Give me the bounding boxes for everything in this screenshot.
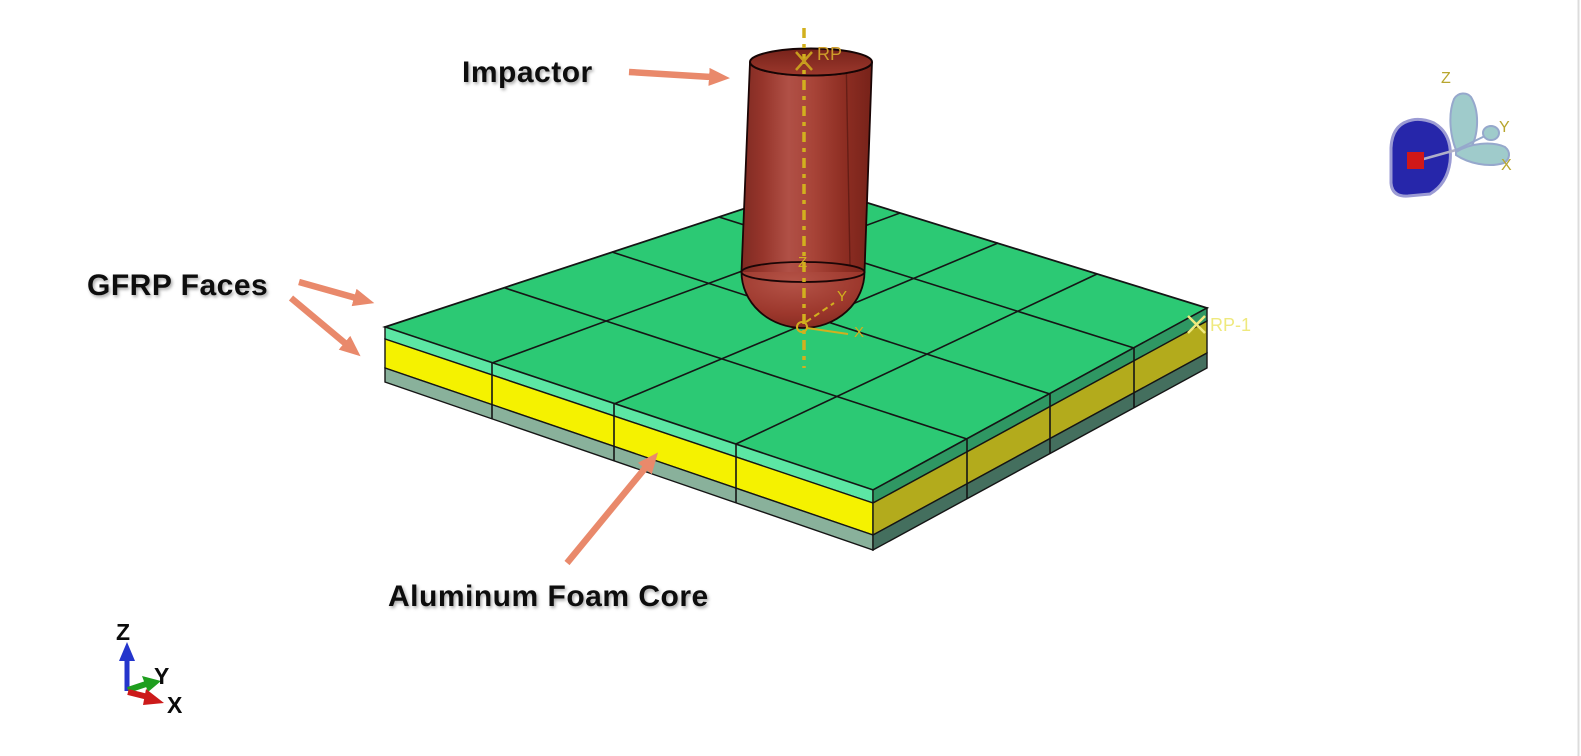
x-axis-arrowhead xyxy=(143,689,164,705)
sandwich-plate[interactable] xyxy=(382,185,1210,552)
compass-x-petal[interactable] xyxy=(1455,142,1510,166)
impact-y-label: Y xyxy=(837,288,847,305)
impactor-body[interactable] xyxy=(740,61,873,283)
y-axis-arrowhead xyxy=(142,676,161,692)
compass-y-knob[interactable] xyxy=(1482,125,1500,141)
triad-y-label: Y xyxy=(154,663,169,689)
view-compass[interactable]: Z Y X xyxy=(1389,70,1512,198)
gfrp-bottom-face-edge-dark[interactable] xyxy=(872,351,1208,552)
impactor-nose[interactable] xyxy=(741,272,865,328)
impact-point-triad: X Y Z xyxy=(796,254,864,341)
impactor-top-rim xyxy=(749,47,873,77)
compass-x-label: X xyxy=(1501,157,1512,174)
foam-core-label: Aluminum Foam Core xyxy=(388,580,709,613)
impact-y-axis xyxy=(805,302,835,323)
compass-y-stem xyxy=(1455,134,1488,151)
foam-core-arrow xyxy=(564,452,659,566)
compass-z-label: Z xyxy=(1441,70,1451,87)
impactor-seam-line xyxy=(845,51,851,267)
z-axis-arrowhead xyxy=(119,642,135,661)
compass-y-label: Y xyxy=(1499,119,1510,136)
compass-needle xyxy=(1419,148,1457,162)
impact-x-axis xyxy=(806,327,849,335)
impact-origin-marker xyxy=(796,321,808,333)
impactor-nose-outline xyxy=(740,271,866,329)
impactor-cylinder[interactable] xyxy=(740,47,873,329)
annotation-layer: Impactor GFRP Faces Aluminum Foam Core xyxy=(87,56,730,613)
impact-x-label: X xyxy=(854,324,864,341)
y-axis-arrow xyxy=(127,681,147,693)
rp-impactor-marker[interactable]: RP xyxy=(795,44,842,71)
compass-hub xyxy=(1407,152,1424,169)
view-triad: Z Y X xyxy=(116,619,183,718)
impact-z-label: Z xyxy=(798,254,807,271)
rp-plate-label: RP-1 xyxy=(1210,315,1251,335)
gfrp-bottom-arrow xyxy=(288,295,361,357)
impactor-arrow xyxy=(628,67,730,86)
plate-front-right-face[interactable] xyxy=(872,306,1208,552)
plate-front-left-face[interactable] xyxy=(384,326,874,551)
triad-x-label: X xyxy=(167,692,183,718)
impactor-label: Impactor xyxy=(462,56,593,89)
gfrp-faces-label: GFRP Faces xyxy=(87,269,268,302)
compass-z-petal[interactable] xyxy=(1449,92,1478,154)
triad-z-label: Z xyxy=(116,619,130,645)
rp-plate-marker[interactable]: RP-1 xyxy=(1187,315,1251,335)
gfrp-top-arrow xyxy=(298,278,375,307)
rp-impactor-label: RP xyxy=(817,44,842,64)
